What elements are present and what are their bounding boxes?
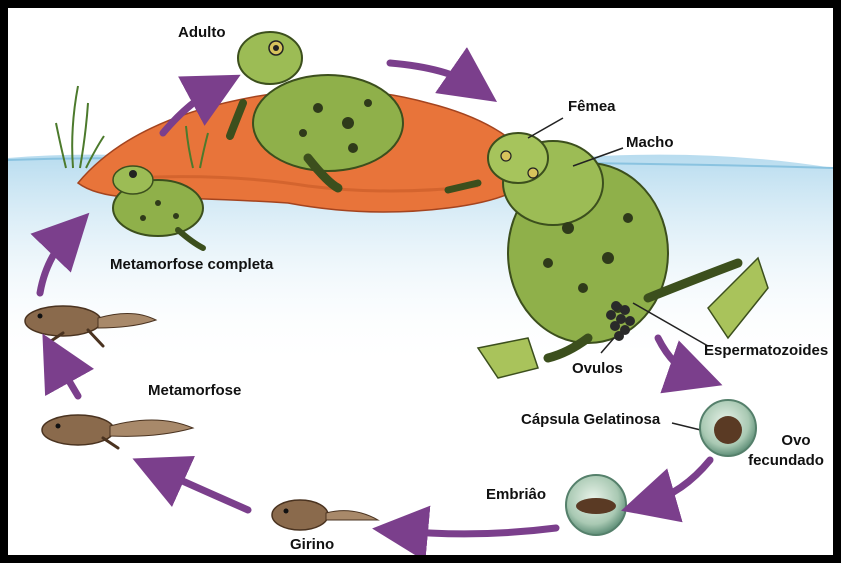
frog-life-cycle-diagram xyxy=(8,8,833,555)
arrow-adult-to-mating xyxy=(390,63,474,86)
label-girino: Girino xyxy=(290,536,334,553)
fertilized-egg xyxy=(700,400,756,456)
arrow-embryo-to-girino xyxy=(400,528,556,534)
arrow-metamorfose-to-legs xyxy=(56,358,78,396)
label-fecundado: fecundado xyxy=(746,452,826,469)
label-ovulos: Ovulos xyxy=(572,360,623,377)
diagram-canvas: Adulto Fêmea Macho Metamorfose completa … xyxy=(8,8,833,555)
label-macho: Macho xyxy=(626,134,674,151)
arrow-egg-to-embryo xyxy=(648,460,710,503)
label-ovo: Ovo xyxy=(756,432,833,449)
label-metamorfose: Metamorfose xyxy=(148,382,241,399)
label-metamorfose-completa: Metamorfose completa xyxy=(110,256,273,273)
label-espermatozoides: Espermatozoides xyxy=(704,342,828,359)
tadpole-metamorfose xyxy=(42,415,193,448)
label-capsula-gelatinosa: Cápsula Gelatinosa xyxy=(521,411,660,428)
arrow-girino-to-metamorfose xyxy=(158,470,248,510)
label-adulto: Adulto xyxy=(178,24,225,41)
embryo-egg xyxy=(566,475,626,535)
label-embriao: Embriâo xyxy=(486,486,546,503)
label-femea: Fêmea xyxy=(568,98,616,115)
tadpole-girino xyxy=(272,500,378,530)
